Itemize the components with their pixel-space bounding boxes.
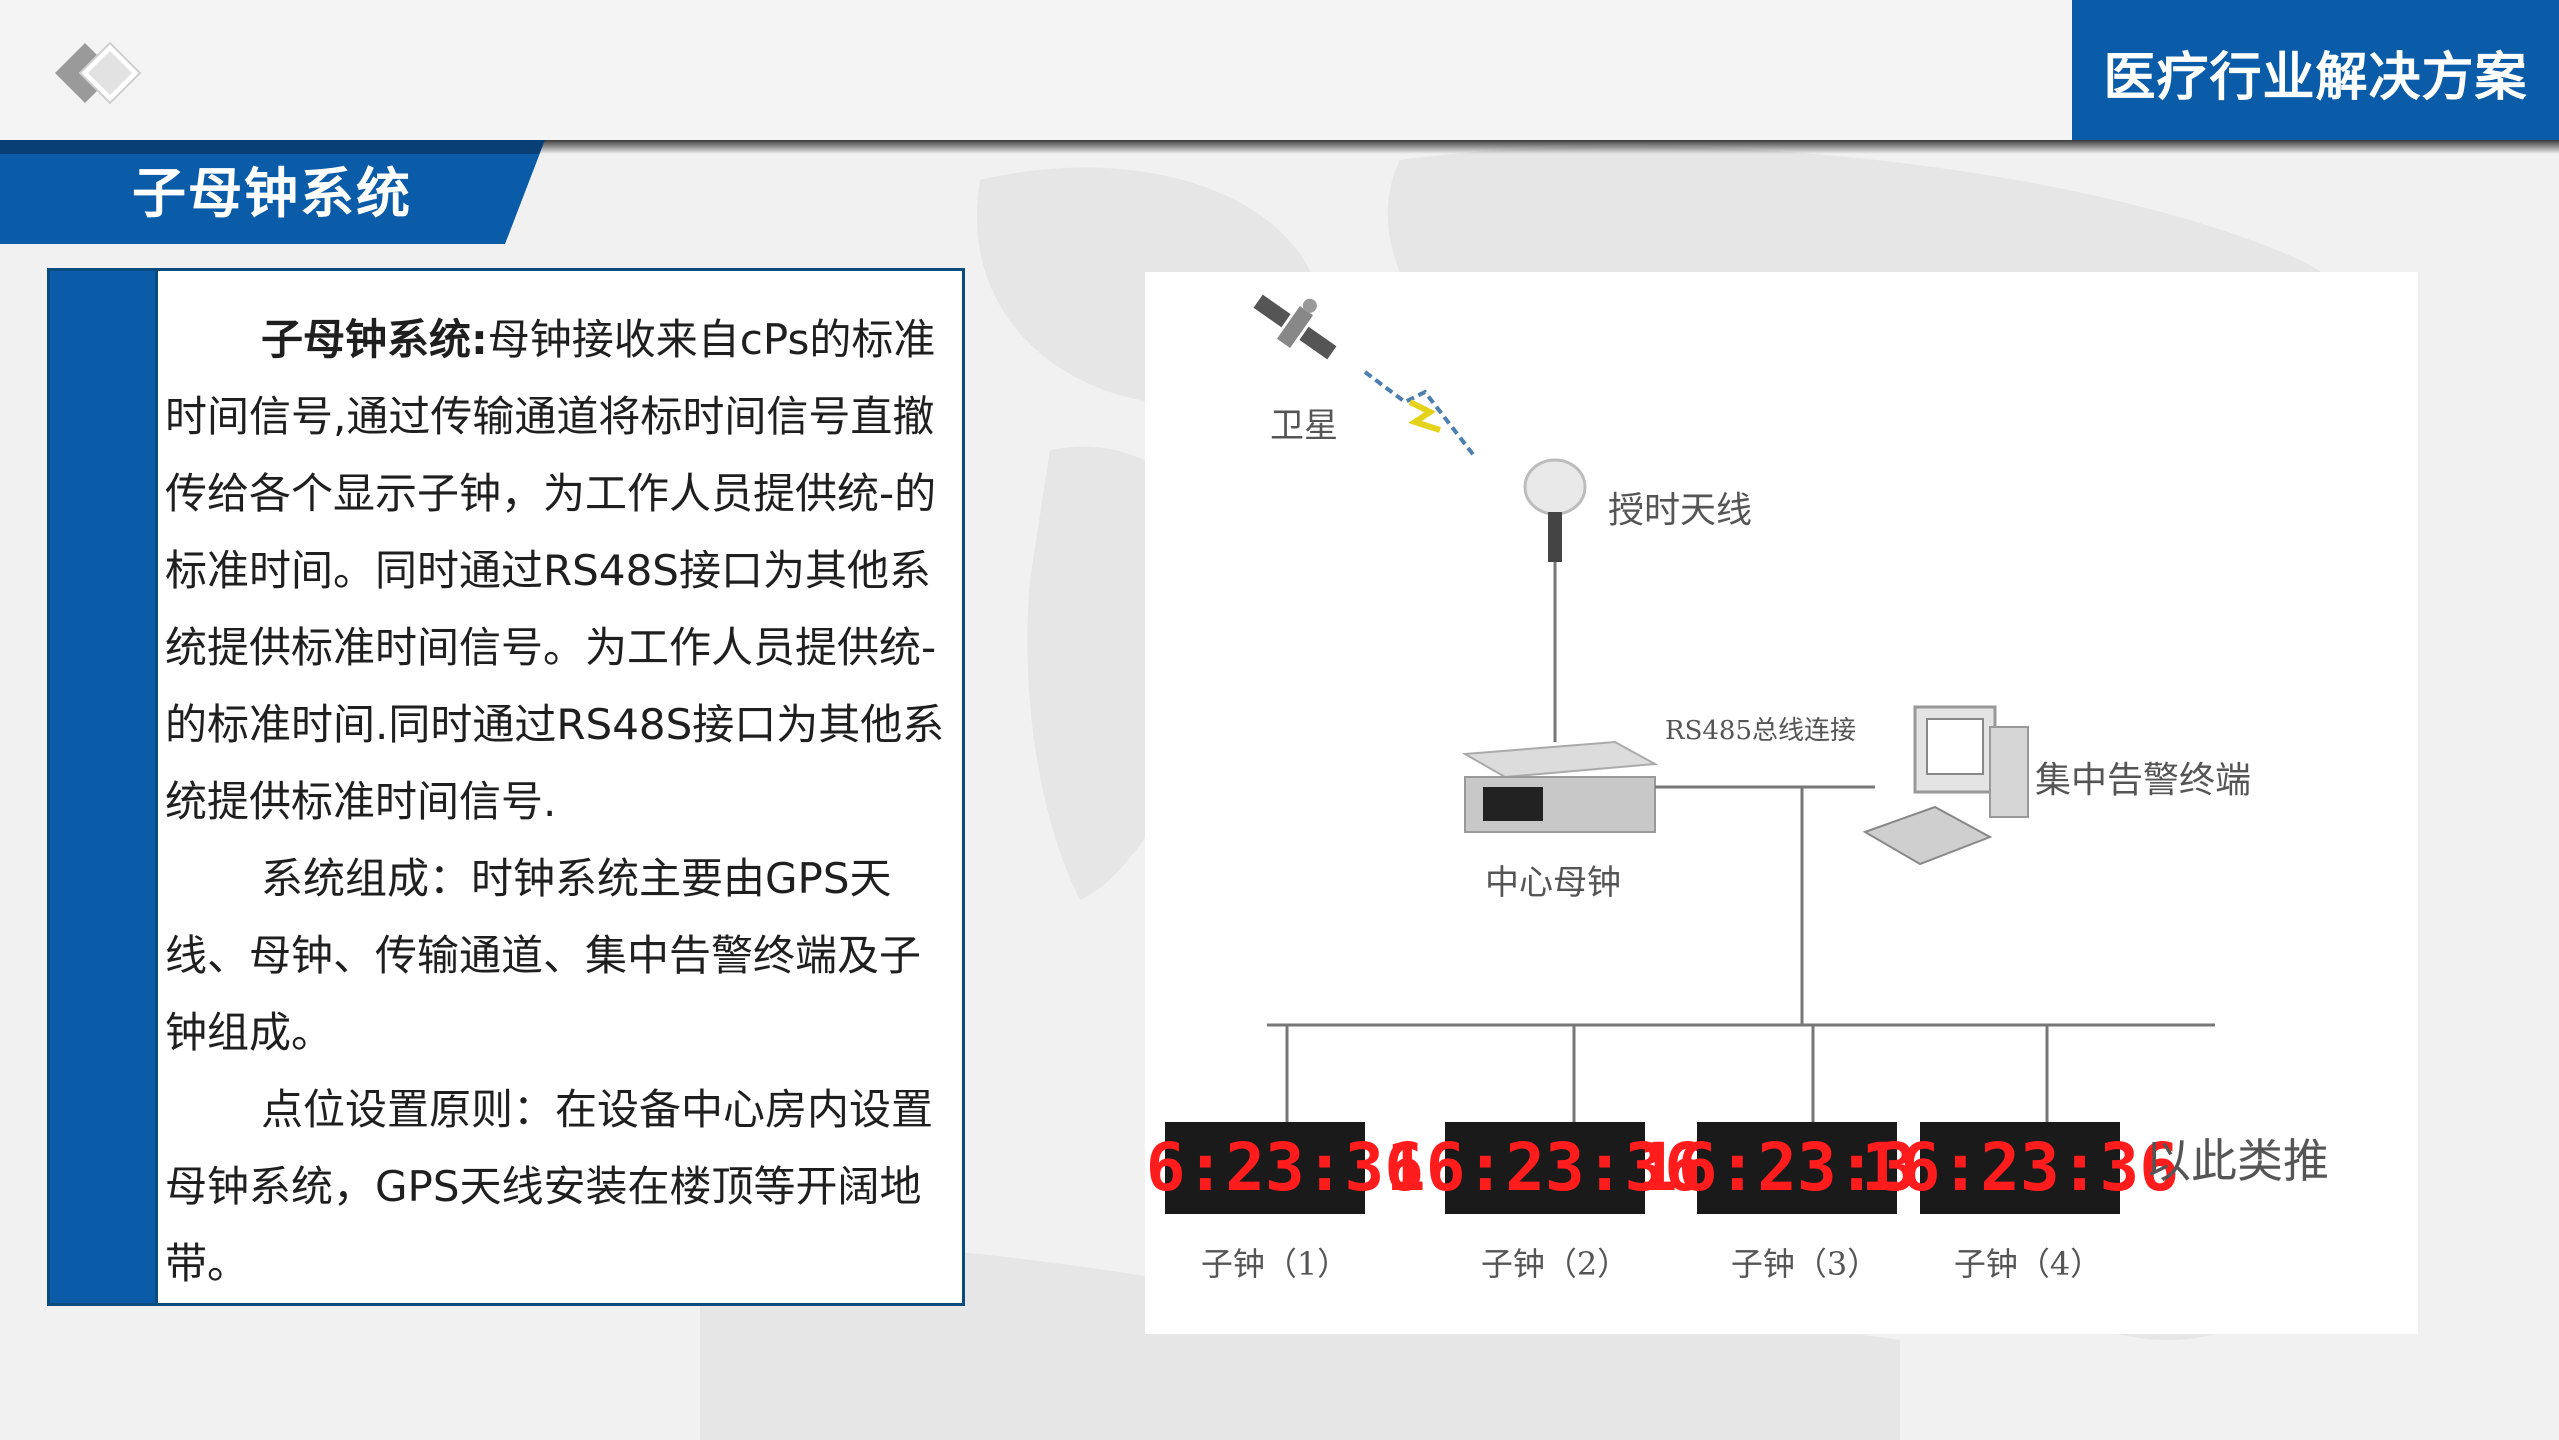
overview-text: 母钟接收来自cPs的标准时间信号,通过传输通道将标时间信号直撤传给各个显示子钟，…: [165, 315, 945, 826]
header-divider: [0, 140, 2559, 154]
computer-terminal-icon: [1862, 705, 2029, 866]
slave-clock-1-time: 16:23:36: [1145, 1129, 1424, 1206]
bus-label: RS485总线连接: [1665, 716, 1856, 746]
antenna-label: 授时天线: [1608, 490, 1752, 531]
satellite-icon: [1253, 294, 1337, 360]
system-diagram: 卫星 授时天线 中心母钟 RS485总线连接 集中告警: [1145, 272, 2418, 1334]
slave-clock-3: 16:23:36: [1638, 1122, 1956, 1214]
top-header: 医疗行业解决方案: [0, 0, 2559, 140]
slave-clock-2-label: 子钟（2）: [1481, 1245, 1629, 1283]
diagram-canvas: 卫星 授时天线 中心母钟 RS485总线连接 集中告警: [1145, 294, 2329, 1283]
paragraph-overview: 子母钟系统:母钟接收来自cPs的标准时间信号,通过传输通道将标时间信号直撤传给各…: [165, 301, 955, 840]
etc-label: 以此类推: [2145, 1134, 2329, 1188]
master-clock-label: 中心母钟: [1485, 863, 1621, 903]
master-clock-device-icon: [1461, 740, 1659, 833]
slave-clock-4-label: 子钟（4）: [1954, 1245, 2102, 1283]
paragraph-placement: 点位设置原则：在设备中心房内设置母钟系统，GPS天线安装在楼顶等开阔地带。: [165, 1085, 934, 1288]
overview-heading: 子母钟系统:: [261, 315, 488, 364]
slave-clock-2: 16:23:36: [1386, 1122, 1704, 1214]
slave-clock-4-time: 16:23:36: [1861, 1129, 2179, 1206]
description-box: 子母钟系统:母钟接收来自cPs的标准时间信号,通过传输通道将标时间信号直撤传给各…: [47, 268, 965, 1306]
antenna-icon: [1523, 458, 1587, 562]
slave-clock-3-label: 子钟（3）: [1731, 1245, 1879, 1283]
slave-clock-2-time: 16:23:36: [1386, 1129, 1704, 1206]
industry-title: 医疗行业解决方案: [2103, 48, 2528, 108]
satellite-label: 卫星: [1270, 406, 1338, 446]
slave-clock-3-time: 16:23:36: [1638, 1129, 1956, 1206]
slave-clock-1-label: 子钟（1）: [1201, 1245, 1349, 1283]
industry-banner: 医疗行业解决方案: [2072, 0, 2559, 140]
slave-clock-4: 16:23:36: [1861, 1122, 2179, 1214]
signal-icon: [1363, 370, 1477, 459]
alarm-terminal-label: 集中告警终端: [2035, 760, 2251, 801]
paragraph-composition: 系统组成：时钟系统主要由GPS天线、母钟、传输通道、集中告警终端及子钟组成。: [165, 854, 922, 1057]
section-tab: [0, 140, 545, 244]
slave-clock-1: 16:23:36: [1145, 1122, 1424, 1214]
section-title: 子母钟系统: [132, 162, 412, 225]
description-body: 子母钟系统:母钟接收来自cPs的标准时间信号,通过传输通道将标时间信号直撤传给各…: [165, 301, 955, 1302]
description-accent-bar: [50, 271, 158, 1303]
logo-diamond-icon: [55, 41, 142, 105]
